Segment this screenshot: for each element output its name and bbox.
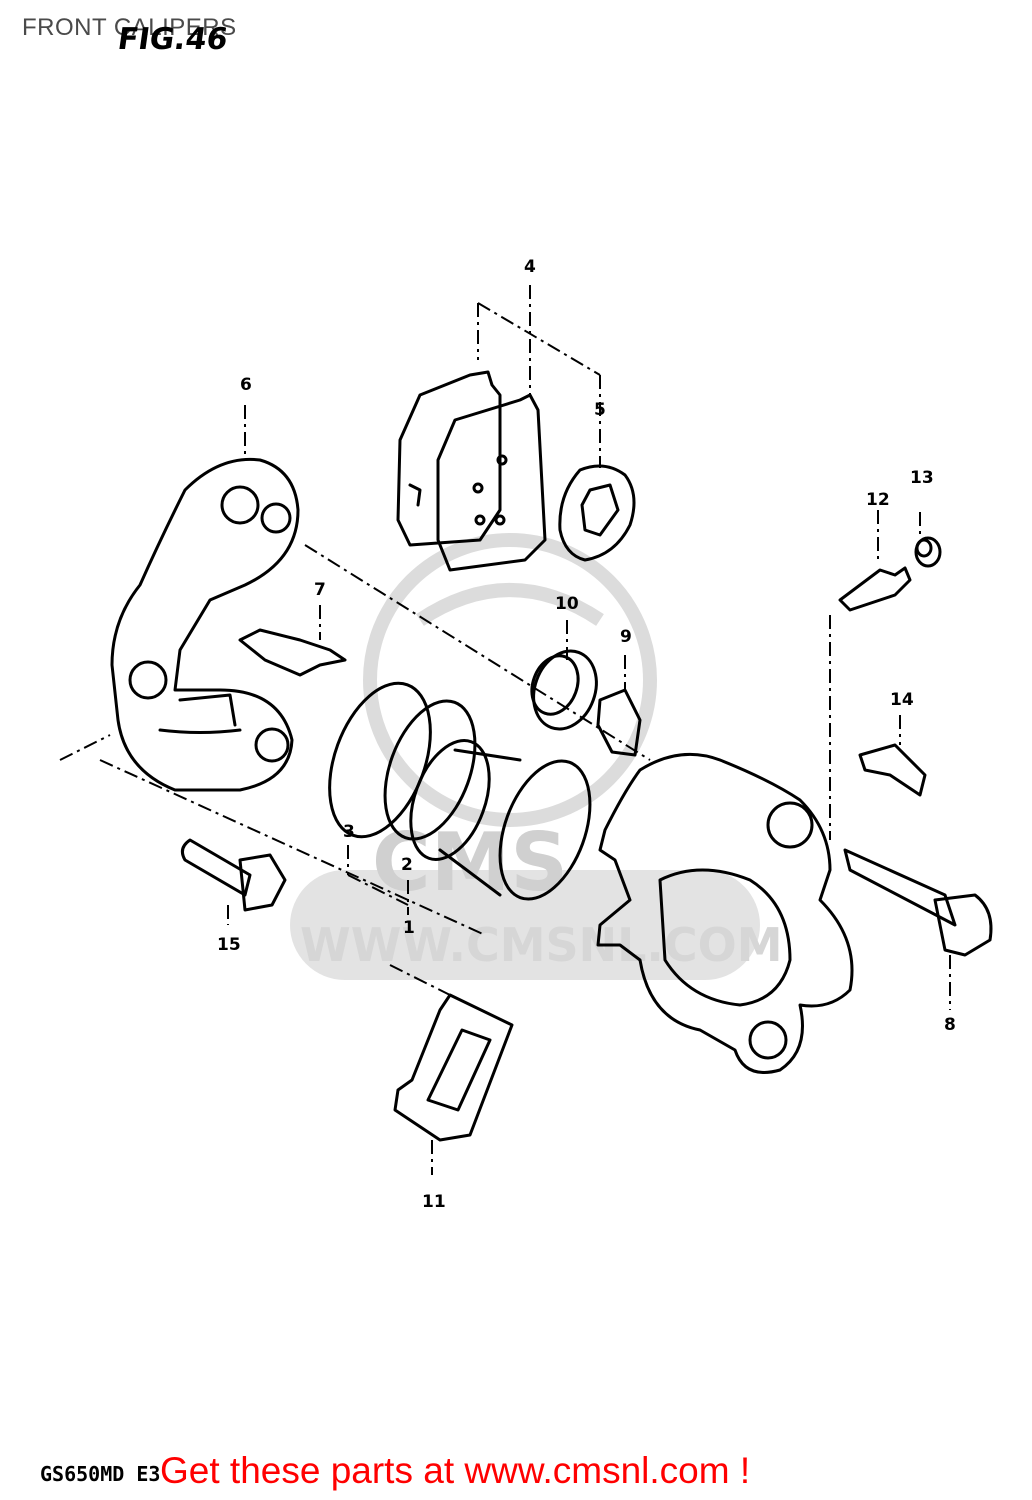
callout-7: 7 xyxy=(314,580,326,600)
promo-link[interactable]: Get these parts at www.cmsnl.com ! xyxy=(160,1450,751,1491)
callout-4: 4 xyxy=(524,257,536,277)
callout-11: 11 xyxy=(422,1192,446,1212)
part-4-pads xyxy=(396,370,547,572)
part-13-cap xyxy=(914,536,942,568)
callout-9: 9 xyxy=(620,627,632,647)
callout-15: 15 xyxy=(217,935,241,955)
callout-12: 12 xyxy=(866,490,890,510)
part-14-clip xyxy=(858,743,927,797)
part-1-piston xyxy=(409,739,592,901)
callout-1: 1 xyxy=(403,918,415,938)
caliper-body xyxy=(596,752,854,1074)
part-7-spring xyxy=(238,628,347,677)
part-3-seal xyxy=(328,681,432,839)
watermark-logo-text: CMS xyxy=(372,816,568,909)
callout-6: 6 xyxy=(240,375,252,395)
part-2-seal xyxy=(383,699,477,841)
part-11-pad-spring xyxy=(393,993,514,1142)
part-15-bolt xyxy=(180,838,287,912)
part-10-boot xyxy=(530,649,598,731)
page-title: FRONT CALIPERS xyxy=(22,14,237,41)
figure-number: FIG.46 xyxy=(115,22,230,57)
part-5-shim xyxy=(558,464,636,562)
model-code: GS650MD E3 xyxy=(40,1462,161,1486)
part-9-bushing xyxy=(596,688,642,757)
callout-14: 14 xyxy=(890,690,914,710)
callout-13: 13 xyxy=(910,468,934,488)
part-6-bracket xyxy=(110,457,300,792)
callout-8: 8 xyxy=(944,1015,956,1035)
part-8-pin-bolt xyxy=(843,848,993,957)
watermark-url: WWW.CMSNL.COM xyxy=(300,918,783,972)
callout-5: 5 xyxy=(594,400,606,420)
callout-2: 2 xyxy=(401,855,413,875)
callout-10: 10 xyxy=(555,594,579,614)
callout-3: 3 xyxy=(343,822,355,842)
part-12-bleeder xyxy=(838,566,912,612)
